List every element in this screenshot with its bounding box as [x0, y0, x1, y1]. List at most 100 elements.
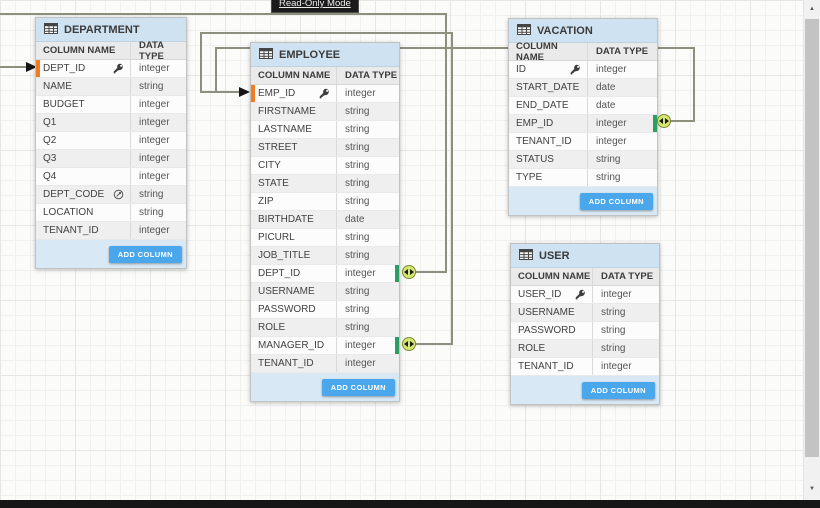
column-name-header-label: COLUMN NAME: [43, 45, 116, 56]
column-row-tenant_id[interactable]: TENANT_ID integer: [509, 133, 657, 151]
relation-connector-icon[interactable]: [657, 114, 671, 128]
table-header-vacation[interactable]: VACATION: [509, 19, 657, 43]
data-type: string: [345, 196, 370, 207]
column-name: BIRTHDATE: [258, 214, 314, 225]
relation-connector-icon[interactable]: [402, 337, 416, 351]
column-row-type[interactable]: TYPE string: [509, 169, 657, 187]
table-header-department[interactable]: DEPARTMENT: [36, 18, 186, 42]
column-name-cell: ROLE: [251, 319, 336, 336]
scroll-down-button[interactable]: ▼: [804, 481, 820, 497]
column-name: TYPE: [516, 172, 543, 183]
data-type-cell: integer: [336, 355, 399, 372]
data-type: integer: [596, 136, 627, 147]
add-column-button-user[interactable]: ADD COLUMN: [581, 381, 655, 399]
column-name-cell: NAME: [36, 78, 130, 95]
data-type: integer: [345, 88, 376, 99]
relation-connector-icon[interactable]: [402, 265, 416, 279]
column-name: TENANT_ID: [518, 361, 574, 372]
table-header-employee[interactable]: EMPLOYEE: [251, 43, 399, 67]
column-name: TENANT_ID: [516, 136, 572, 147]
data-type: integer: [139, 135, 170, 146]
column-row-username[interactable]: USERNAME string: [251, 283, 399, 301]
down-arrow-icon: ▼: [809, 486, 815, 492]
vertical-scrollbar-thumb[interactable]: [805, 19, 819, 457]
data-type: integer: [139, 117, 170, 128]
fk-arrow-icon: [26, 62, 37, 72]
primary-key-icon: [113, 63, 124, 74]
add-column-button-vacation[interactable]: ADD COLUMN: [579, 192, 653, 210]
relationship-line-employee-deptid-to-department-deptid: [0, 13, 447, 15]
column-row-emp_id[interactable]: EMP_ID integer: [251, 85, 399, 103]
add-column-button-department[interactable]: ADD COLUMN: [108, 245, 182, 263]
vertical-scrollbar[interactable]: ▲ ▼: [803, 0, 820, 500]
table-title: EMPLOYEE: [279, 48, 341, 61]
table-title: USER: [539, 249, 570, 262]
data-type-cell: integer: [130, 222, 186, 239]
column-name: Q2: [43, 135, 57, 146]
column-name-cell: BUDGET: [36, 96, 130, 113]
column-name: Q3: [43, 153, 57, 164]
column-name-cell: ID: [509, 61, 587, 78]
primary-key-icon: [570, 64, 581, 75]
data-type-cell: integer: [130, 96, 186, 113]
data-type-header: DATA TYPE: [587, 43, 657, 60]
data-type: integer: [345, 268, 376, 279]
relationship-line-employee-managerid-to-employee-empid: [200, 32, 202, 93]
data-type-cell: string: [336, 283, 399, 300]
column-name-cell: Q2: [36, 132, 130, 149]
data-type-cell: string: [336, 121, 399, 138]
data-type: integer: [139, 63, 170, 74]
column-name-cell: EMP_ID: [509, 115, 587, 132]
column-name-cell: JOB_TITLE: [251, 247, 336, 264]
fk-reference-bar: [395, 265, 399, 282]
column-row-q2[interactable]: Q2 integer: [36, 132, 186, 150]
add-column-button-employee[interactable]: ADD COLUMN: [321, 378, 395, 396]
data-type-cell: string: [336, 157, 399, 174]
scroll-up-button[interactable]: ▲: [804, 1, 820, 17]
data-type-cell: string: [587, 169, 657, 186]
table-header-user[interactable]: USER: [511, 244, 659, 268]
column-name: USERNAME: [258, 286, 315, 297]
data-type-cell: integer: [130, 60, 186, 77]
data-type-cell: string: [336, 301, 399, 318]
column-name: EMP_ID: [258, 88, 296, 99]
